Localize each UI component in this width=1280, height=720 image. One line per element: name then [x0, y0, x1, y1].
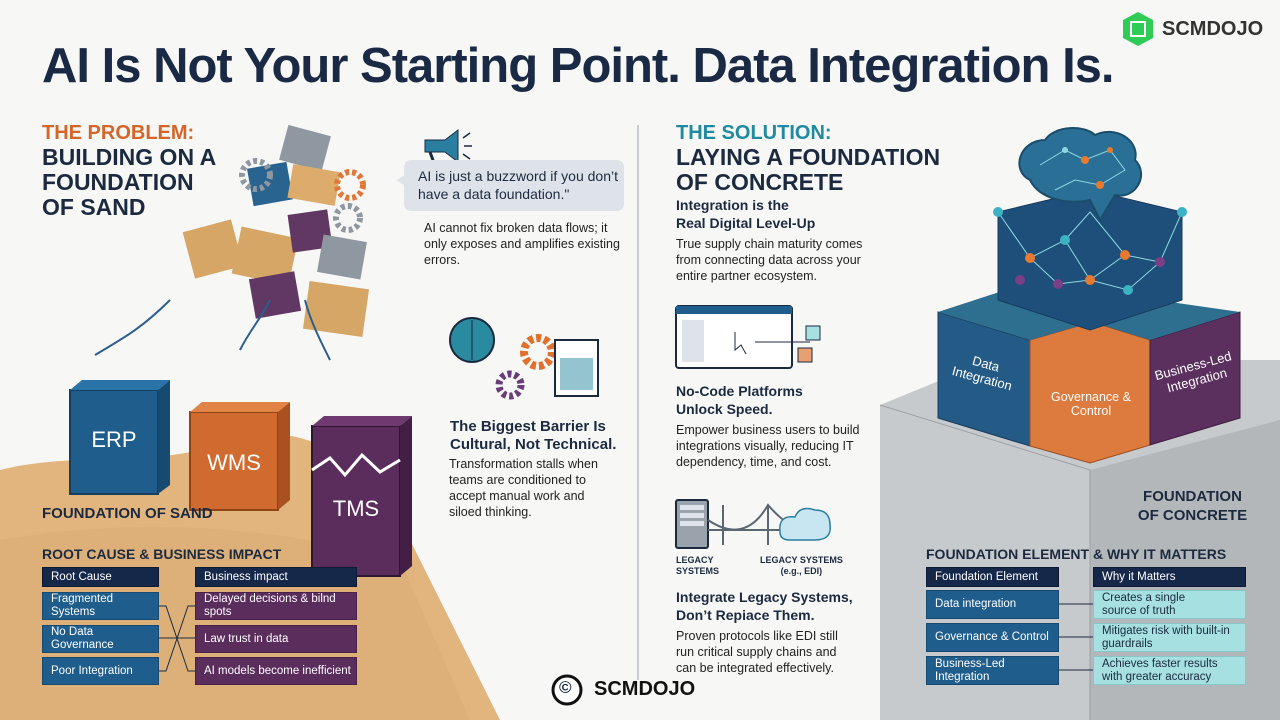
legacy-label-line: SYSTEMS: [676, 566, 720, 576]
wms-block: [189, 411, 279, 511]
solution-heading-line: OF CONCRETE: [676, 169, 844, 195]
quote-body: AI cannot fix broken data flows; it only…: [424, 221, 620, 267]
nocode-heading-line: Unlock Speed.: [676, 401, 773, 417]
page-title: AI Is Not Your Starting Point. Data Inte…: [42, 39, 1115, 93]
why-it-matters-header: Why it Matters: [1093, 567, 1246, 587]
problem-kicker: THE PROBLEM:: [42, 122, 195, 144]
integration-body: True supply chain maturity comes from co…: [676, 237, 863, 283]
footer-brand: SCMDOJO: [594, 678, 696, 700]
megaphone-icon: [424, 128, 459, 164]
concrete-label-line: OF CONCRETE: [1137, 507, 1248, 524]
foundation-element-cell: Data integration: [926, 590, 1059, 619]
no-code-mockup-icon: [675, 305, 821, 369]
legacy-label-left: LEGACY SYSTEMS: [676, 555, 719, 577]
tms-label: TMS: [332, 496, 380, 521]
root-cause-cell: No Data Governance: [42, 625, 159, 653]
erp-block: [69, 389, 159, 495]
quote-text: AI is just a buzzword if you don’t have …: [418, 168, 618, 202]
element-reason-connectors: [1059, 603, 1093, 671]
falling-blocks: [182, 124, 370, 337]
scmdojo-logo-icon: [1123, 12, 1153, 46]
logo-text: SCMDOJO: [1162, 17, 1264, 40]
problem-heading: BUILDING ON A FOUNDATION OF SAND: [42, 145, 216, 220]
integration-subheading: Integration is the Real Digital Level-Up: [676, 196, 815, 232]
why-it-matters-cell: Achieves faster results with greater acc…: [1093, 656, 1246, 685]
tms-block: [311, 425, 401, 577]
root-cause-cell: Poor Integration: [42, 657, 159, 685]
nocode-body: Empower business users to build integrat…: [676, 423, 860, 469]
nocode-heading-line: No-Code Platforms: [676, 383, 803, 399]
problem-heading-line: BUILDING ON A: [42, 144, 217, 170]
erp-label: ERP: [91, 427, 137, 452]
foundation-element-header: Foundation Element: [926, 567, 1059, 587]
sand-label: FOUNDATION OF SAND: [42, 505, 213, 522]
culture-icons: [449, 317, 599, 400]
impact-cell: AI models become inefficient: [195, 657, 357, 685]
quote-bubble: [396, 160, 624, 211]
foundation-element-cell: Governance & Control: [926, 623, 1059, 652]
subheading-line: Integration is the: [676, 197, 789, 213]
broken-data-flows: [94, 299, 331, 361]
root-cause-cell: Fragmented Systems: [42, 592, 159, 620]
why-it-matters-cell: Mitigates risk with built-in guardrails: [1093, 623, 1246, 652]
impact-cell: Delayed decisions & bilnd spots: [195, 592, 357, 620]
foundation-table-title: FOUNDATION ELEMENT & WHY IT MATTERS: [926, 546, 1227, 562]
business-impact-header: Business impact: [195, 567, 357, 587]
legacy-heading-line: Don’t Repiace Them.: [676, 607, 815, 623]
nocode-heading: No-Code Platforms Unlock Speed.: [676, 382, 803, 418]
copyright-icon: [551, 674, 583, 706]
puzzle-label-governance: Governance & Control: [1051, 390, 1131, 418]
legacy-label-line: (e.g., EDI): [780, 566, 823, 576]
root-cause-table-title: ROOT CAUSE & BUSINESS IMPACT: [42, 546, 282, 562]
root-cause-header: Root Cause: [42, 567, 159, 587]
logo: SCMDOJO: [1120, 11, 1263, 47]
copyright-symbol: ©: [559, 678, 572, 697]
legacy-label-line: LEGACY SYSTEMS: [760, 555, 843, 565]
barrier-heading: The Biggest Barrier Is Cultural, Not Tec…: [450, 418, 617, 453]
problem-heading-line: FOUNDATION: [42, 169, 194, 195]
solution-heading: LAYING A FOUNDATION OF CONCRETE: [676, 145, 940, 195]
concrete-label: FOUNDATION OF CONCRETE: [1130, 487, 1255, 525]
solution-heading-line: LAYING A FOUNDATION: [676, 144, 941, 170]
legacy-heading-line: Integrate Legacy Systems,: [676, 589, 853, 605]
subheading-line: Real Digital Level-Up: [676, 215, 816, 231]
cause-impact-connectors: [159, 605, 195, 672]
legacy-heading: Integrate Legacy Systems, Don’t Repiace …: [676, 588, 853, 624]
legacy-body: Proven protocols like EDI still run crit…: [676, 629, 838, 675]
foundation-element-cell: Business-Led Integration: [926, 656, 1059, 685]
legacy-bridge-icon: [675, 499, 831, 549]
puzzle-business-led: [1149, 311, 1241, 446]
wms-label: WMS: [207, 450, 261, 475]
concrete-label-line: FOUNDATION: [1143, 488, 1242, 505]
why-it-matters-cell: Creates a single source of truth: [1093, 590, 1246, 619]
legacy-label-line: LEGACY: [676, 555, 714, 565]
legacy-label-right: LEGACY SYSTEMS (e.g., EDI): [760, 555, 843, 577]
barrier-body: Transformation stalls when teams are con…: [449, 457, 598, 519]
solution-kicker: THE SOLUTION:: [676, 122, 832, 144]
impact-cell: Law trust in data: [195, 625, 357, 653]
problem-heading-line: OF SAND: [42, 194, 146, 220]
